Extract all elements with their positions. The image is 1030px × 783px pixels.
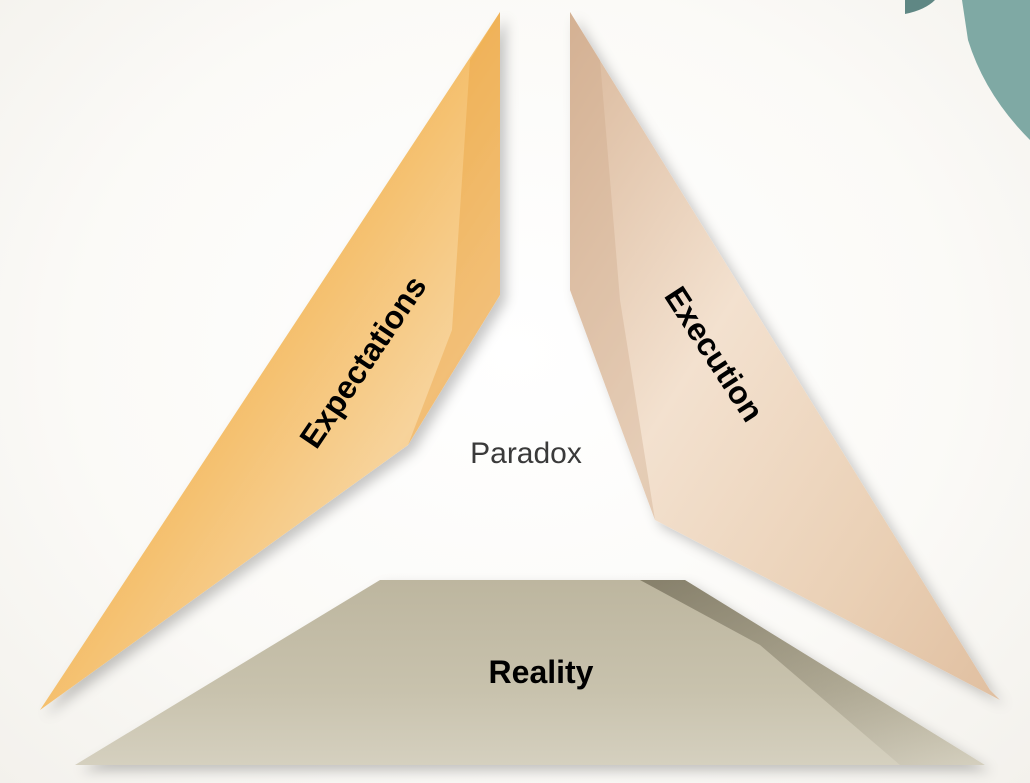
segment-reality (75, 580, 985, 765)
segment-expectations-shape (40, 12, 500, 710)
segment-reality-shade (640, 580, 985, 765)
segment-execution-highlight (570, 12, 655, 520)
segment-reality-label: Reality (489, 654, 594, 690)
segment-expectations-highlight (408, 12, 500, 445)
decorative-leaf-tip (905, 0, 935, 14)
decorative-leaf-shape (962, 0, 1030, 140)
center-label-paradox: Paradox (470, 437, 582, 470)
segment-expectations (40, 12, 500, 710)
segment-execution (570, 12, 1000, 700)
segment-execution-shape (570, 12, 1000, 700)
